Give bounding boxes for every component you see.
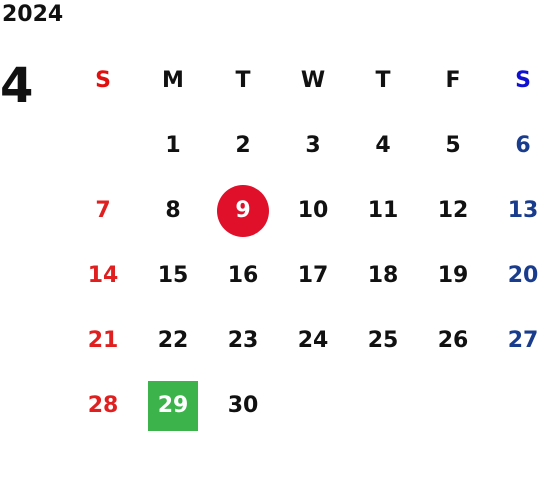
day-cell-empty [278,373,348,438]
day-cell[interactable]: 1 [165,133,181,158]
day-cell[interactable]: 3 [305,133,321,158]
month-number: 4 [0,58,34,114]
day-cell[interactable]: 7 [95,198,111,223]
day-cell[interactable]: 26 [437,328,469,353]
day-cell-empty [418,373,488,438]
day-cell-empty [348,373,418,438]
weekday-thursday: T [375,68,391,93]
weekday-wednesday: W [300,68,326,93]
today-marker: 9 [217,184,269,237]
day-cell[interactable]: 18 [367,263,399,288]
day-cell[interactable]: 22 [157,328,189,353]
day-cell[interactable]: 27 [507,328,539,353]
day-cell[interactable]: 20 [507,263,539,288]
day-cell[interactable]: 25 [367,328,399,353]
day-cell-empty [488,373,548,438]
day-cell[interactable]: 5 [445,133,461,158]
weekday-monday: M [162,68,184,93]
day-cell[interactable]: 12 [437,198,469,223]
year-label: 2024 [2,2,64,27]
day-cell[interactable]: 30 [227,393,259,418]
day-cell[interactable]: 13 [507,198,539,223]
day-cell-holiday[interactable]: 29 [138,373,208,438]
day-cell[interactable]: 11 [367,198,399,223]
day-cell[interactable]: 2 [235,133,251,158]
day-cell[interactable]: 23 [227,328,259,353]
day-cell[interactable]: 28 [87,393,119,418]
weekday-saturday: S [515,68,531,93]
calendar-grid: S M T W T F S 1 2 3 4 5 6 7 8 9 10 11 12… [68,48,548,438]
weekday-tuesday: T [235,68,251,93]
day-cell[interactable]: 15 [157,263,189,288]
day-cell[interactable]: 24 [297,328,329,353]
holiday-marker: 29 [148,380,198,431]
weekday-sunday: S [95,68,111,93]
day-cell [68,113,138,178]
day-cell[interactable]: 17 [297,263,329,288]
day-cell[interactable]: 21 [87,328,119,353]
day-cell-today[interactable]: 9 [208,178,278,243]
day-cell[interactable]: 8 [165,198,181,223]
day-cell[interactable]: 6 [515,133,531,158]
day-cell[interactable]: 4 [375,133,391,158]
day-cell[interactable]: 16 [227,263,259,288]
day-cell[interactable]: 19 [437,263,469,288]
day-cell[interactable]: 10 [297,198,329,223]
day-cell[interactable]: 14 [87,263,119,288]
weekday-friday: F [445,68,461,93]
